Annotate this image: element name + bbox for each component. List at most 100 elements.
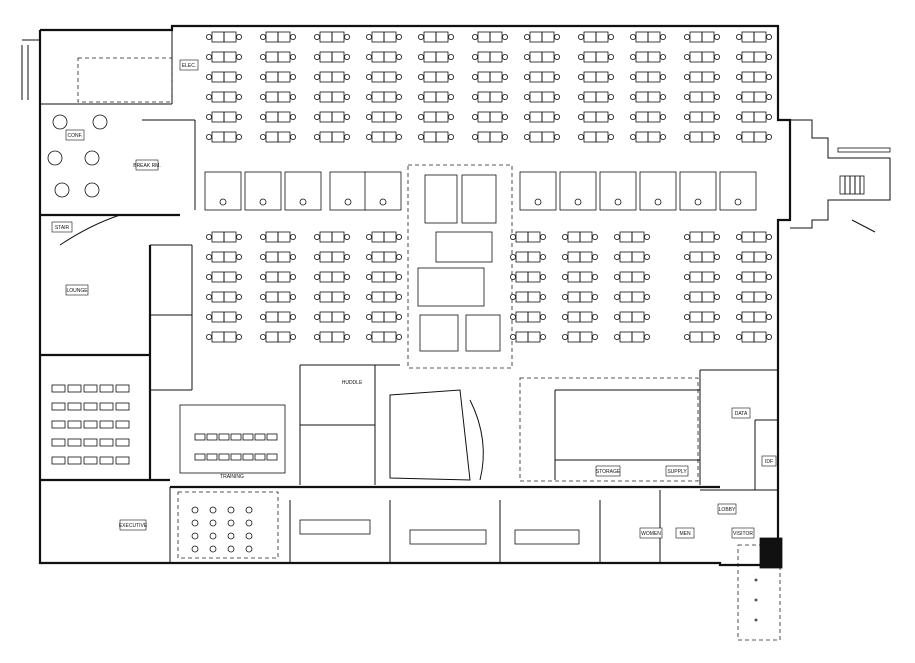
workstation-chair: [608, 94, 615, 101]
label-elec: ELEC.: [182, 63, 196, 69]
workstation-chair: [313, 74, 320, 81]
workstation-chair: [614, 233, 621, 240]
workstation-chair: [554, 114, 561, 121]
workstation-chair: [714, 253, 721, 260]
open-desk: [99, 456, 114, 465]
label-supply: SUPPLY: [667, 469, 687, 475]
workstation-chair: [540, 333, 547, 340]
workstation-chair: [395, 333, 402, 340]
workstation-chair: [766, 333, 773, 340]
workstation-chair: [509, 333, 516, 340]
workstation-chair: [313, 94, 320, 101]
ramp: [837, 147, 891, 153]
workstation-chair: [501, 114, 508, 121]
workstation-chair: [766, 313, 773, 320]
open-desk: [67, 438, 82, 447]
workstation-chair: [343, 74, 350, 81]
huddle-room: [465, 314, 501, 352]
classroom-seat: [209, 532, 217, 540]
workstation-chair: [736, 253, 743, 260]
workstation-chair: [714, 94, 721, 101]
workstation-chair: [343, 313, 350, 320]
workstation-chair: [395, 74, 402, 81]
workstation-chair: [289, 54, 296, 61]
workstation-chair: [259, 74, 266, 81]
classroom-seat: [191, 506, 199, 514]
open-desk: [51, 456, 66, 465]
classroom-seat: [245, 532, 253, 540]
office-chair: [344, 198, 352, 206]
training-desk: [206, 433, 218, 441]
workstation-chair: [417, 114, 424, 121]
workstation-chair: [395, 114, 402, 121]
workstation-chair: [313, 313, 320, 320]
workstation-chair: [766, 114, 773, 121]
workstation-chair: [343, 253, 350, 260]
label-storage: STORAGE: [596, 469, 621, 475]
workstation-chair: [714, 273, 721, 280]
open-desk: [99, 384, 114, 393]
workstation-chair: [524, 133, 531, 140]
workstation-chair: [205, 333, 212, 340]
label-lobby: LOBBY: [719, 507, 736, 513]
workstation-chair: [205, 273, 212, 280]
workstation-chair: [365, 114, 372, 121]
workstation-chair: [365, 54, 372, 61]
east-stair-annex: [790, 119, 891, 233]
workstation-chair: [766, 94, 773, 101]
workstation-chair: [205, 313, 212, 320]
workstation-chair: [578, 114, 585, 121]
workstation-chair: [447, 74, 454, 81]
workstation-chair: [395, 94, 402, 101]
workstation-chair: [365, 74, 372, 81]
workstation-chair: [235, 54, 242, 61]
office-chair: [299, 198, 307, 206]
label-idf: IDF: [765, 459, 773, 465]
workstation-chair: [614, 273, 621, 280]
workstation-chair: [562, 293, 569, 300]
workstation-chair: [736, 313, 743, 320]
workstation-chair: [554, 74, 561, 81]
workstation-chair: [578, 34, 585, 41]
office-chair: [694, 198, 702, 206]
workstation-chair: [630, 114, 637, 121]
workstation-chair: [365, 333, 372, 340]
workstation-chair: [578, 133, 585, 140]
workstation-chair: [540, 253, 547, 260]
workstation-chair: [343, 94, 350, 101]
workstation-chair: [684, 54, 691, 61]
training-desk: [266, 433, 278, 441]
workstation-chair: [554, 94, 561, 101]
conference-table: [409, 529, 487, 545]
workstation-chair: [259, 273, 266, 280]
training-desk: [194, 433, 206, 441]
workstation-chair: [235, 253, 242, 260]
workstation-chair: [592, 333, 599, 340]
workstation-chair: [447, 114, 454, 121]
workstation-chair: [343, 133, 350, 140]
workstation-chair: [289, 273, 296, 280]
workstation-chair: [343, 34, 350, 41]
round-table: [54, 182, 70, 198]
workstation-chair: [766, 253, 773, 260]
open-desk: [115, 402, 130, 411]
workstation-chair: [684, 114, 691, 121]
open-desk: [115, 456, 130, 465]
round-table: [84, 150, 100, 166]
workstation-chair: [447, 34, 454, 41]
workstation-chair: [205, 293, 212, 300]
workstation-chair: [343, 333, 350, 340]
open-desk: [51, 420, 66, 429]
workstation-chair: [235, 293, 242, 300]
round-table: [47, 150, 63, 166]
workstation-chair: [289, 253, 296, 260]
workstation-chair: [684, 94, 691, 101]
workstation-chair: [365, 273, 372, 280]
workstation-chair: [289, 74, 296, 81]
workstation-chair: [205, 253, 212, 260]
workstation-chair: [540, 233, 547, 240]
training-desk: [218, 433, 230, 441]
room-labels: LOUNGE BREAK RM. CONF. TRAINING HUDDLE E…: [51, 59, 777, 539]
workstation-chair: [501, 133, 508, 140]
workstation-chair: [395, 54, 402, 61]
